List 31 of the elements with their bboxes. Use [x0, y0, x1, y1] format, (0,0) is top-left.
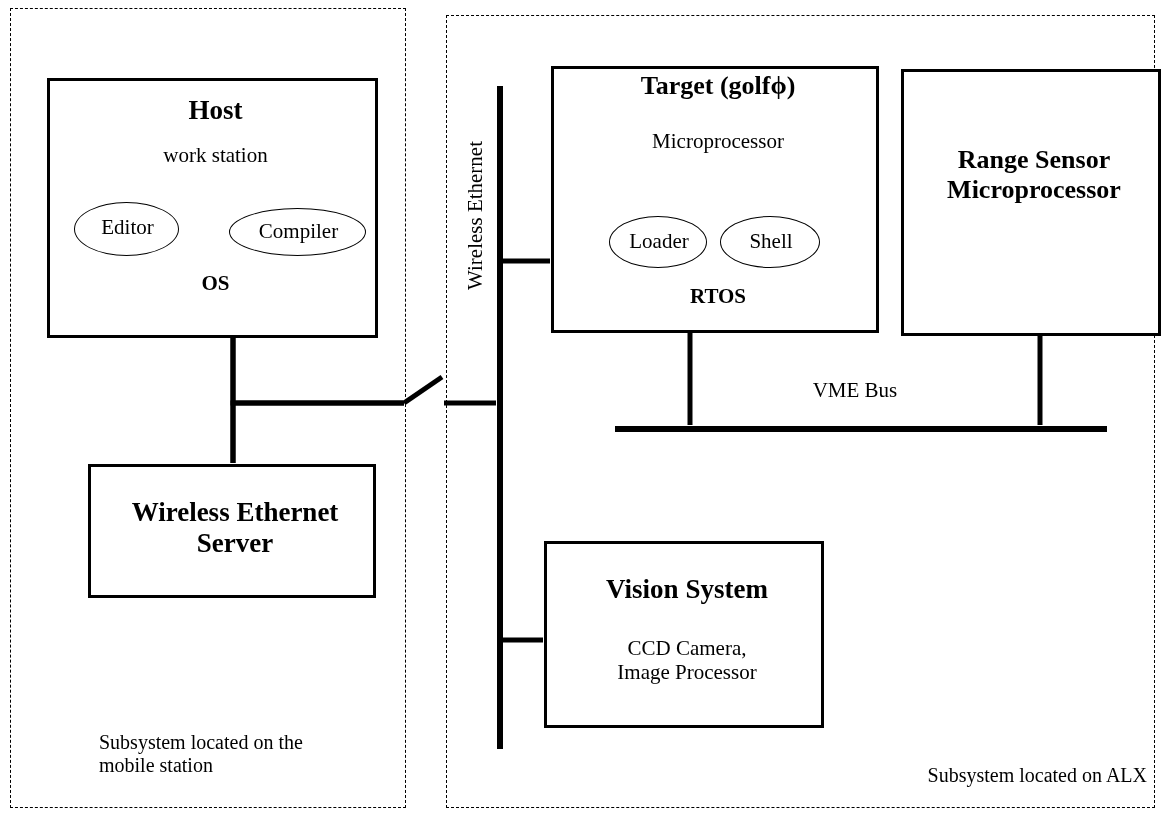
sensor-box: [901, 69, 1161, 336]
connector-line: [502, 258, 550, 264]
connector-line: [444, 400, 496, 406]
switch-symbol: [404, 374, 444, 405]
subsystem-caption: Subsystem located on the mobile station: [99, 731, 304, 777]
connector-line: [687, 332, 693, 425]
process-label: Editor: [100, 215, 155, 240]
bus-label: VME Bus: [811, 380, 899, 401]
node-title: Range Sensor Microprocessor: [946, 145, 1122, 205]
vision-box: [544, 541, 824, 728]
target-box: [551, 66, 879, 333]
connector-line: [1037, 335, 1043, 425]
node-title: Host: [187, 95, 244, 127]
node-title: Wireless Ethernet Server: [130, 497, 340, 560]
process-label: Shell: [748, 229, 794, 254]
node-title: Target (golfϕ): [639, 71, 797, 101]
process-label: Loader: [628, 229, 690, 254]
node-subtitle: work station: [162, 143, 269, 168]
os-label: RTOS: [688, 284, 748, 309]
subsystem-caption: Subsystem located on ALX: [926, 764, 1147, 787]
node-title: Vision System: [605, 574, 769, 606]
os-label: OS: [200, 271, 231, 296]
node-subtitle: Microprocessor: [651, 129, 785, 154]
bus-label: Wireless Ethernet: [465, 140, 486, 290]
server-box: [88, 464, 376, 598]
host-box: [47, 78, 378, 338]
connector-line: [502, 637, 543, 643]
subsystem-boundary: [10, 8, 406, 808]
node-subtitle: CCD Camera, Image Processor: [616, 636, 758, 685]
process-label: Compiler: [257, 219, 340, 244]
connector-line: [230, 400, 404, 463]
